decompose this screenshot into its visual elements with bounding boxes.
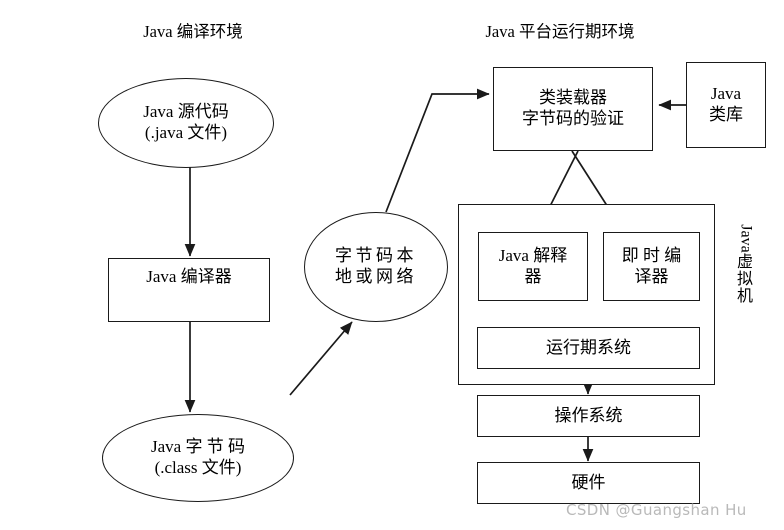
node-class-loader[interactable]: 类装载器 字节码的验证 bbox=[493, 67, 653, 151]
source-code-line2: (.java 文件) bbox=[144, 123, 228, 142]
node-java-interpreter[interactable]: Java 解释 器 bbox=[478, 232, 588, 301]
node-java-compiler[interactable]: Java 编译器 bbox=[108, 258, 270, 322]
bytecode-file-line1: Java 字 节 码 bbox=[151, 437, 245, 457]
node-java-bytecode-file[interactable]: Java 字 节 码 (.class 文件) bbox=[102, 414, 294, 502]
node-runtime-system[interactable]: 运行期系统 bbox=[477, 327, 700, 369]
bytecode-transport-line1: 字节码本 bbox=[335, 246, 417, 266]
edge-bytecode-to-transport bbox=[289, 321, 353, 396]
node-operating-system[interactable]: 操作系统 bbox=[477, 395, 700, 437]
jit-compiler-line2: 译器 bbox=[634, 266, 669, 286]
csdn-watermark: CSDN @Guangshan Hu bbox=[566, 501, 747, 519]
node-java-class-library[interactable]: Java 类库 bbox=[686, 62, 766, 148]
jvm-label-char-2: 机 bbox=[736, 287, 753, 305]
compile-env-title: Java 编译环境 bbox=[143, 21, 243, 41]
runtime-env-title: Java 平台运行期环境 bbox=[485, 21, 635, 41]
class-loader-line1: 类装载器 bbox=[539, 88, 607, 108]
runtime-system-label: 运行期系统 bbox=[546, 337, 631, 357]
jvm-label-char-0: 虚 bbox=[736, 253, 753, 271]
class-library-line2: 类库 bbox=[709, 105, 743, 124]
interpreter-line1: Java 解释 bbox=[498, 245, 568, 265]
node-java-source-code[interactable]: Java 源代码 (.java 文件) bbox=[98, 78, 274, 168]
class-loader-line2: 字节码的验证 bbox=[522, 109, 624, 128]
edge-transport-to-classloader bbox=[385, 88, 490, 213]
compiler-label: Java 编译器 bbox=[146, 267, 232, 286]
class-library-line1: Java bbox=[710, 84, 742, 104]
bytecode-file-line2: (.class 文件) bbox=[154, 458, 242, 477]
bytecode-transport-line2: 地或网络 bbox=[335, 267, 417, 286]
interpreter-line2: 器 bbox=[524, 266, 542, 286]
node-bytecode-transport[interactable]: 字节码本 地或网络 bbox=[304, 212, 448, 322]
node-jit-compiler[interactable]: 即 时 编 译器 bbox=[603, 232, 700, 301]
jvm-label-char-1: 拟 bbox=[736, 270, 753, 288]
jvm-group-label: Java 虚 拟 机 bbox=[730, 224, 760, 306]
hardware-label: 硬件 bbox=[571, 472, 606, 492]
operating-system-label: 操作系统 bbox=[554, 405, 623, 425]
node-hardware[interactable]: 硬件 bbox=[477, 462, 700, 504]
jvm-label-latin: Java bbox=[737, 224, 755, 253]
jit-compiler-line1: 即 时 编 bbox=[621, 245, 682, 265]
source-code-line1: Java 源代码 bbox=[143, 102, 229, 122]
